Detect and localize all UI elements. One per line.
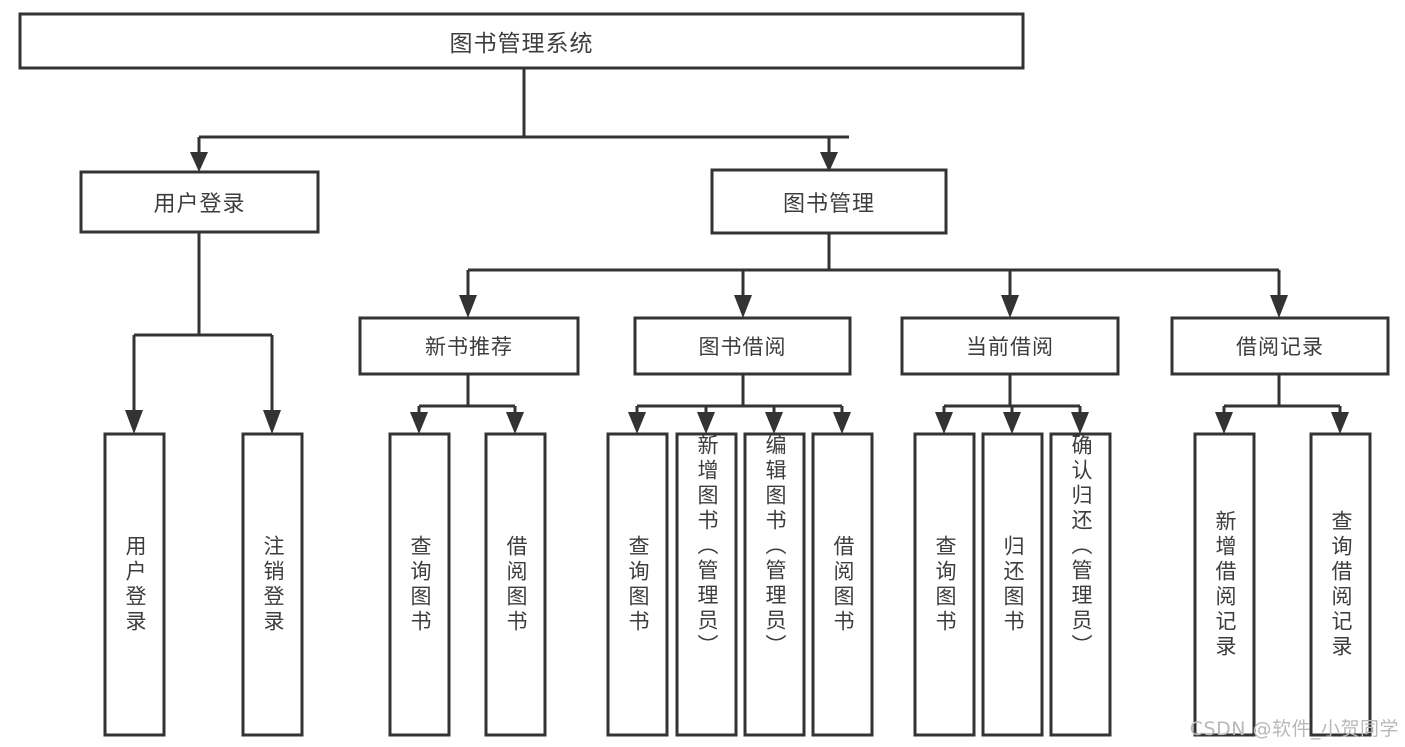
arrow-head-new-book-recommend xyxy=(459,295,477,318)
node-box-leaf-query-book-3[interactable] xyxy=(913,432,976,737)
node-box-user-login[interactable] xyxy=(79,170,320,234)
arrow-head-borrow-record xyxy=(1270,295,1288,318)
arrow-head-book-management xyxy=(820,152,838,172)
connector-root-to-level1 xyxy=(190,68,849,172)
node-box-new-book-recommend[interactable] xyxy=(358,316,580,376)
node-box-root[interactable] xyxy=(18,12,1025,70)
connector-user-login-children xyxy=(125,232,281,434)
connector-new-book-recommend-children xyxy=(410,374,524,434)
node-box-leaf-user-login[interactable] xyxy=(103,432,166,737)
connector-current-borrow-children xyxy=(935,374,1089,434)
arrow-head-leaf-borrow-book-2 xyxy=(833,412,851,434)
connector-borrow-record-children xyxy=(1215,374,1349,434)
node-box-leaf-add-record[interactable] xyxy=(1193,432,1256,737)
connector-book-management-children xyxy=(459,233,1288,318)
node-box-current-borrow[interactable] xyxy=(900,316,1120,376)
arrow-head-user-login xyxy=(190,152,208,172)
arrow-head-leaf-user-login xyxy=(125,410,143,434)
arrow-head-leaf-add-record xyxy=(1215,412,1233,434)
arrow-head-leaf-query-book-3 xyxy=(935,412,953,434)
node-box-book-management[interactable] xyxy=(710,168,948,235)
node-box-leaf-return-book[interactable] xyxy=(981,432,1044,737)
node-box-leaf-query-book-2[interactable] xyxy=(606,432,669,737)
arrow-head-leaf-query-book-2 xyxy=(628,412,646,434)
node-box-leaf-borrow-book-2[interactable] xyxy=(811,432,874,737)
arrow-head-leaf-add-book xyxy=(697,412,715,434)
arrow-head-current-borrow xyxy=(1001,295,1019,318)
arrow-head-leaf-return-book xyxy=(1003,412,1021,434)
node-box-leaf-borrow-book-1[interactable] xyxy=(484,432,547,737)
arrow-head-leaf-confirm-return xyxy=(1071,412,1089,434)
node-box-leaf-confirm-return[interactable] xyxy=(1049,432,1112,737)
node-box-leaf-user-logout[interactable] xyxy=(241,432,304,737)
connector-book-borrow-children xyxy=(628,374,851,434)
node-box-book-borrow[interactable] xyxy=(633,316,852,376)
arrow-head-leaf-edit-book xyxy=(765,412,783,434)
node-box-borrow-record[interactable] xyxy=(1170,316,1390,376)
node-box-leaf-edit-book[interactable] xyxy=(743,432,806,737)
arrow-head-leaf-borrow-book-1 xyxy=(506,412,524,434)
node-box-leaf-query-record[interactable] xyxy=(1309,432,1372,737)
arrow-head-leaf-user-logout xyxy=(263,410,281,434)
node-box-leaf-query-book-1[interactable] xyxy=(388,432,451,737)
arrow-head-leaf-query-record xyxy=(1331,412,1349,434)
node-box-leaf-add-book[interactable] xyxy=(675,432,738,737)
arrow-head-leaf-query-book-1 xyxy=(410,412,428,434)
arrow-head-book-borrow xyxy=(734,295,752,318)
